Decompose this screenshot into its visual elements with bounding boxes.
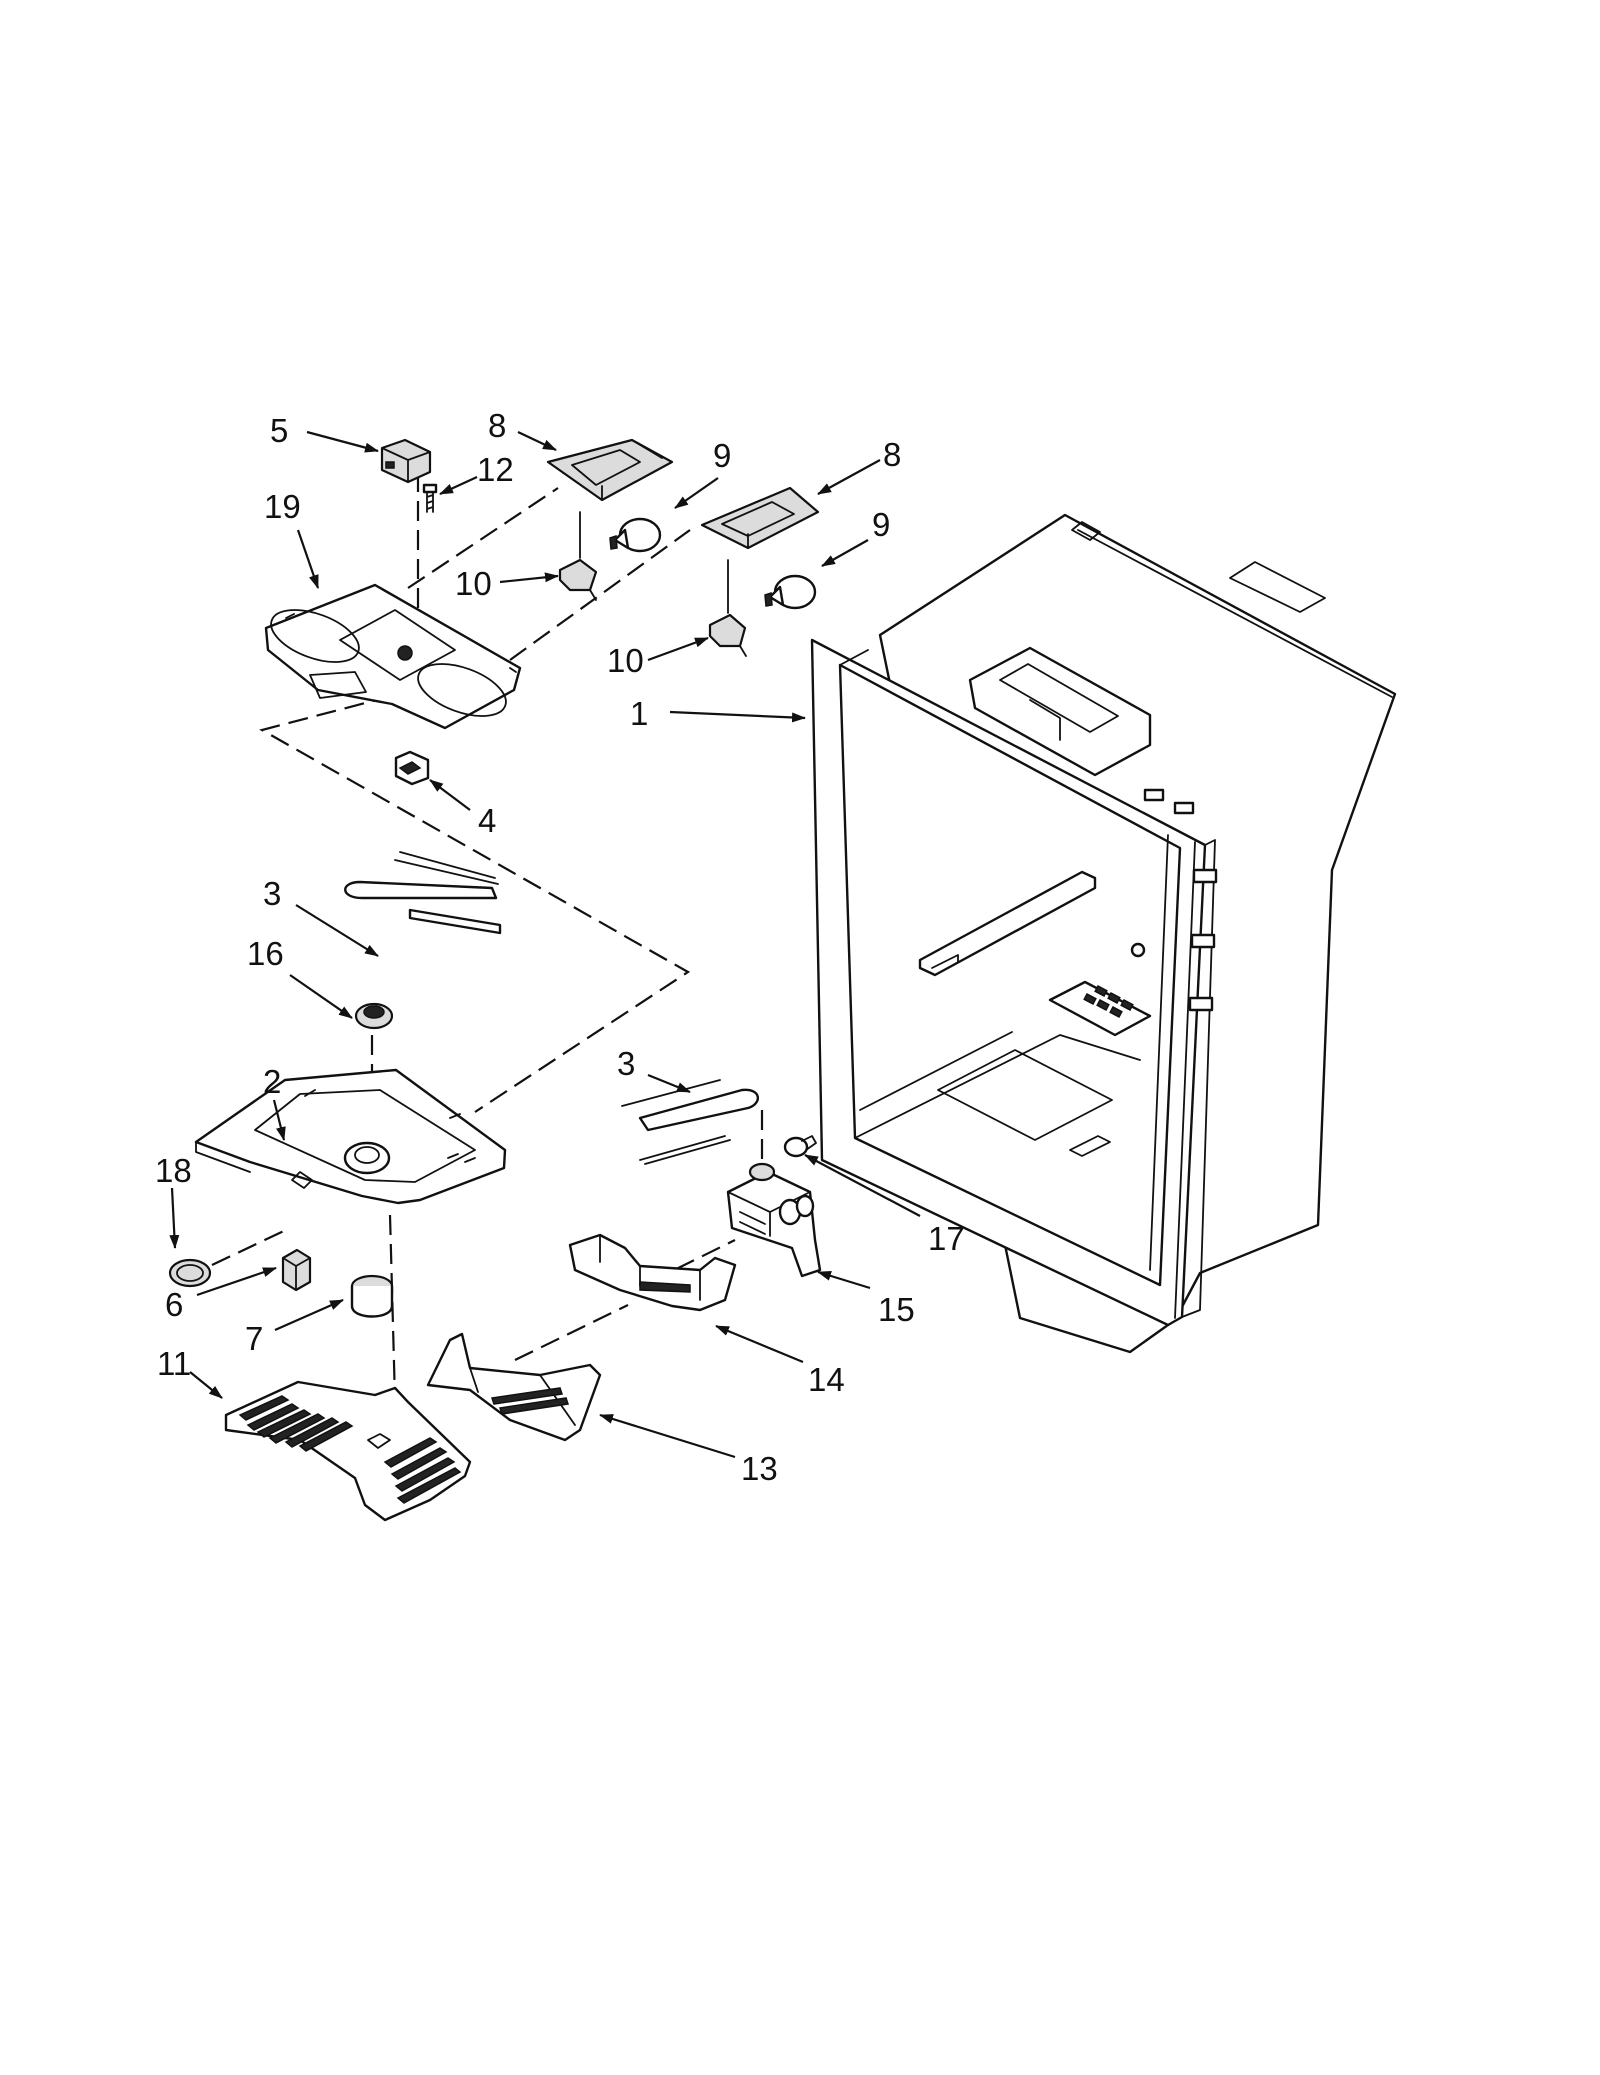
callout-8: 8 [488,407,506,444]
callout-10: 10 [607,642,644,679]
callout-6: 6 [165,1286,183,1323]
gasket-lower [621,1079,759,1165]
gasket-upper [344,851,502,935]
fan-housing [568,1233,737,1312]
light-bulb-right [764,574,817,610]
callout-3: 3 [617,1045,635,1082]
cap-plug [783,1135,817,1158]
callout-15: 15 [878,1291,915,1328]
callout-7: 7 [245,1320,263,1357]
callout-9: 9 [872,506,890,543]
callout-2: 2 [263,1063,281,1100]
air-duct [426,1332,602,1442]
door-switch [281,1248,312,1292]
callout-8: 8 [883,436,901,473]
callout-4: 4 [478,802,496,839]
screw [422,483,438,513]
fan-blade-hub [354,1002,394,1030]
connector [394,750,430,786]
plug [168,1258,212,1288]
callout-3: 3 [263,875,281,912]
leader-lines [169,430,921,1459]
evaporator-grille [224,1380,472,1522]
callout-10: 10 [455,565,492,602]
callout-14: 14 [808,1361,845,1398]
callout-9: 9 [713,437,731,474]
callout-5: 5 [270,412,288,449]
callout-19: 19 [264,488,301,525]
refrigerator-liner [810,513,1397,1354]
light-shield-right [700,486,820,550]
light-shield-left [546,438,674,502]
light-socket-left [558,511,598,601]
callout-18: 18 [155,1152,192,1189]
callout-16: 16 [247,935,284,972]
lower-mounting-plate [194,1068,507,1205]
callout-17: 17 [928,1220,965,1257]
callout-12: 12 [477,451,514,488]
callout-1: 1 [630,695,648,732]
damper-control [726,1162,822,1278]
light-bulb-left [609,517,662,553]
callout-11: 11 [157,1345,191,1382]
light-housing-plate [264,583,522,730]
callout-labels: 5 8 12 9 8 19 9 10 10 1 4 3 16 2 3 18 17… [155,407,965,1487]
callout-13: 13 [741,1450,778,1487]
light-socket-right [708,559,747,657]
light-switch-module [380,438,432,484]
fan-motor [350,1274,394,1318]
